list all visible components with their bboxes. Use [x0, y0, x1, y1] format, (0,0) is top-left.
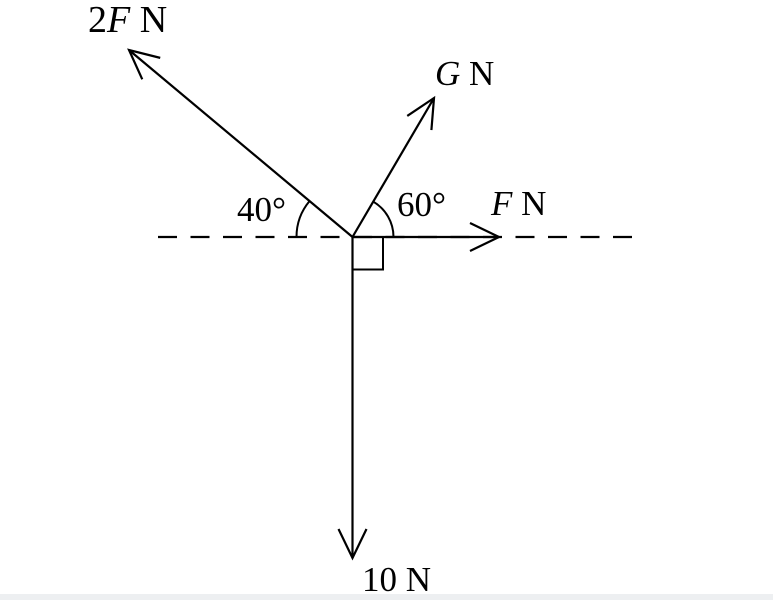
force-f-label: F N — [491, 186, 546, 221]
force-2f-coefficient: 2 — [88, 0, 107, 41]
force-10n-label: 10 N — [362, 560, 432, 599]
diagram-lines — [127, 48, 643, 561]
angle-40-label: 40° — [237, 190, 286, 229]
angle-arc-60 — [372, 200, 395, 238]
force-2f-symbol: F — [107, 0, 131, 41]
force-g-arrow — [351, 95, 436, 238]
angle-60-label: 60° — [397, 185, 446, 224]
force-2f-arrow — [127, 48, 354, 238]
right-angle-mark — [352, 238, 384, 271]
angle-arc-40 — [295, 200, 311, 238]
force-g-symbol: G — [435, 54, 461, 93]
force-g-unit: N — [460, 54, 495, 93]
force-f-unit: N — [512, 184, 547, 223]
force-2f-label: 2F N — [88, 1, 167, 39]
force-2f-unit: N — [130, 0, 168, 41]
force-f-symbol: F — [491, 184, 513, 223]
force-g-label: G N — [435, 56, 494, 91]
bottom-edge-strip — [0, 594, 773, 600]
